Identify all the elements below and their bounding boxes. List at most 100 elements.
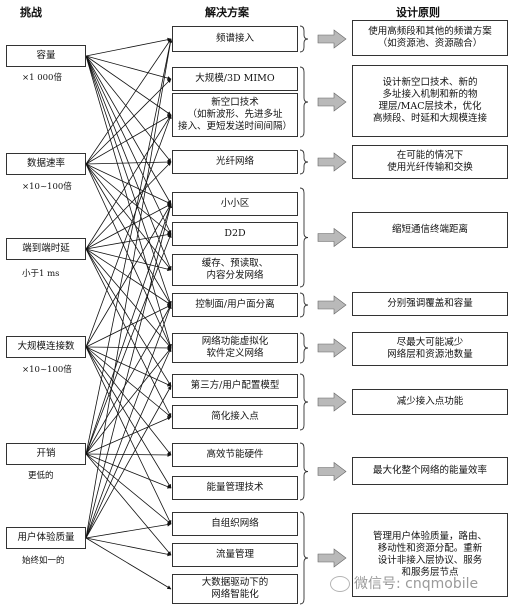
group-bracket [299,511,309,605]
challenge-to-solution-arrows [85,37,173,590]
connector-arrow [85,248,172,272]
challenge-label: 开销 [36,448,56,460]
solution-small-cells: 小小区 [172,192,298,216]
connector-arrow [85,114,172,165]
principle-shorten-distance: 缩短通信终端距离 [352,212,508,248]
connector-arrow [85,304,172,348]
challenge-cost: 开销 [6,443,86,465]
connector-arrow [85,203,172,455]
challenge-connections: 大规模连接数 [6,336,86,358]
connector-arrow [85,203,172,250]
connector-arrow [85,55,172,163]
connector-arrow [85,346,172,489]
solution-new-air-interface: 新空口技术 （如新波形、先进多址 接入、更短发送时间间隔） [172,93,298,137]
connector-arrow [85,78,172,165]
block-arrow-icon [317,152,347,172]
header-solutions: 解决方案 [205,6,249,19]
header-challenges: 挑战 [20,6,42,19]
connector-arrow [85,232,172,250]
connector-arrow [85,347,172,455]
connector-arrow [85,452,172,457]
solution-third-party-config: 第三方/用户配置模型 [172,374,298,398]
wechat-icon [330,576,350,592]
connector-arrow [85,233,172,455]
connector-arrow [85,203,172,348]
principle-fiber: 在可能的情况下 使用光纤传输和交换 [352,145,508,179]
connector-arrow [85,537,172,557]
challenge-label: 大规模连接数 [17,341,75,353]
group-bracket [299,25,309,53]
connector-arrow [85,203,173,539]
principle-new-air-interface: 设计新空口技术、新的 多址接入机制和新的物 理层/MAC层技术，优化 高频段、时… [352,65,508,137]
block-arrow-icon [317,227,347,248]
group-bracket [299,442,309,501]
challenge-label: 用户体验质量 [17,532,75,544]
connector-arrow [85,37,172,57]
connector-arrow [85,55,172,80]
principle-reduce-layers: 尽最大可能减少 网络层和资源池数量 [352,332,508,366]
connector-arrow [85,537,172,590]
challenge-label: 容量 [36,50,56,62]
challenge-label: 数据速率 [26,158,65,170]
block-arrow-icon [317,548,347,568]
connector-arrow [85,160,172,165]
connector-arrow [85,38,172,165]
connector-arrow [85,114,172,348]
connector-arrow [85,385,172,539]
principle-spectrum: 使用高频段和其他的频谱方案 （如资源池、资源融合） [352,20,508,56]
connector-arrow [85,163,172,205]
solution-cp-up-split: 控制面/用户面分离 [172,293,298,317]
block-arrow-icon [317,461,347,482]
principle-energy-efficiency: 最大化整个网络的能量效率 [352,457,508,485]
solution-group-brackets [299,25,309,605]
connector-arrow [85,55,172,205]
connector-arrow [85,55,172,116]
challenge-sub: ×1 000倍 [22,73,62,83]
principle-qoe-management: 管理用户体验质量，路由、 移动性和资源分配。重新 设计非接入层协议、服务 和服务… [352,513,508,597]
solution-simplified-ap: 简化接入点 [172,405,298,429]
solution-spectrum-access: 频谱接入 [172,26,298,52]
principle-reduce-ap: 减少接入点功能 [352,389,508,415]
connector-arrow [85,304,172,539]
group-bracket [299,187,309,288]
connector-arrow [85,55,172,235]
block-arrow-icon [317,92,347,112]
solution-nfv-sdn: 网络功能虚拟化 软件定义网络 [172,333,298,363]
connector-arrow [85,38,173,455]
solution-massive-mimo: 大规模/3D MIMO [172,67,298,91]
connector-arrow [85,416,172,455]
solution-efficient-hardware: 高效节能硬件 [172,443,298,467]
connector-arrow [85,163,172,235]
connector-arrow [85,163,172,271]
solution-caching-cdn: 缓存、预读取、 内容分发网络 [172,254,298,286]
challenge-sub: ×10~100倍 [22,365,72,375]
connector-arrow [85,248,172,418]
challenge-capacity: 容量 [6,45,86,67]
solution-son: 自组织网络 [172,512,298,536]
header-principles: 设计原则 [396,6,440,19]
block-arrow-icon [317,29,347,49]
block-arrow-icon [317,295,347,315]
connector-arrow [85,161,172,250]
connector-arrow [85,248,172,306]
connector-arrow [85,248,172,387]
connector-arrow [85,346,172,418]
principle-coverage-capacity: 分别强调覆盖和容量 [352,292,508,316]
connector-arrow [85,453,172,525]
block-arrow-icon [317,392,347,412]
challenge-sub: ×10~100倍 [22,182,72,192]
group-bracket [299,149,309,175]
connector-arrow [85,347,172,539]
solution-energy-management: 能量管理技术 [172,476,298,500]
block-arrow-icon [317,338,347,358]
solution-fiber-network: 光纤网络 [172,150,298,174]
connector-arrow [85,163,172,306]
watermark-text: 微信号: cnqmobile [354,576,479,592]
connector-arrow [85,163,172,349]
watermark: 微信号: cnqmobile [330,573,478,593]
group-bracket [299,292,309,318]
solution-traffic-management: 流量管理 [172,543,298,567]
challenge-label: 端到端时延 [22,243,70,255]
connector-arrow [85,38,173,539]
solution-d2d: D2D [172,222,298,246]
